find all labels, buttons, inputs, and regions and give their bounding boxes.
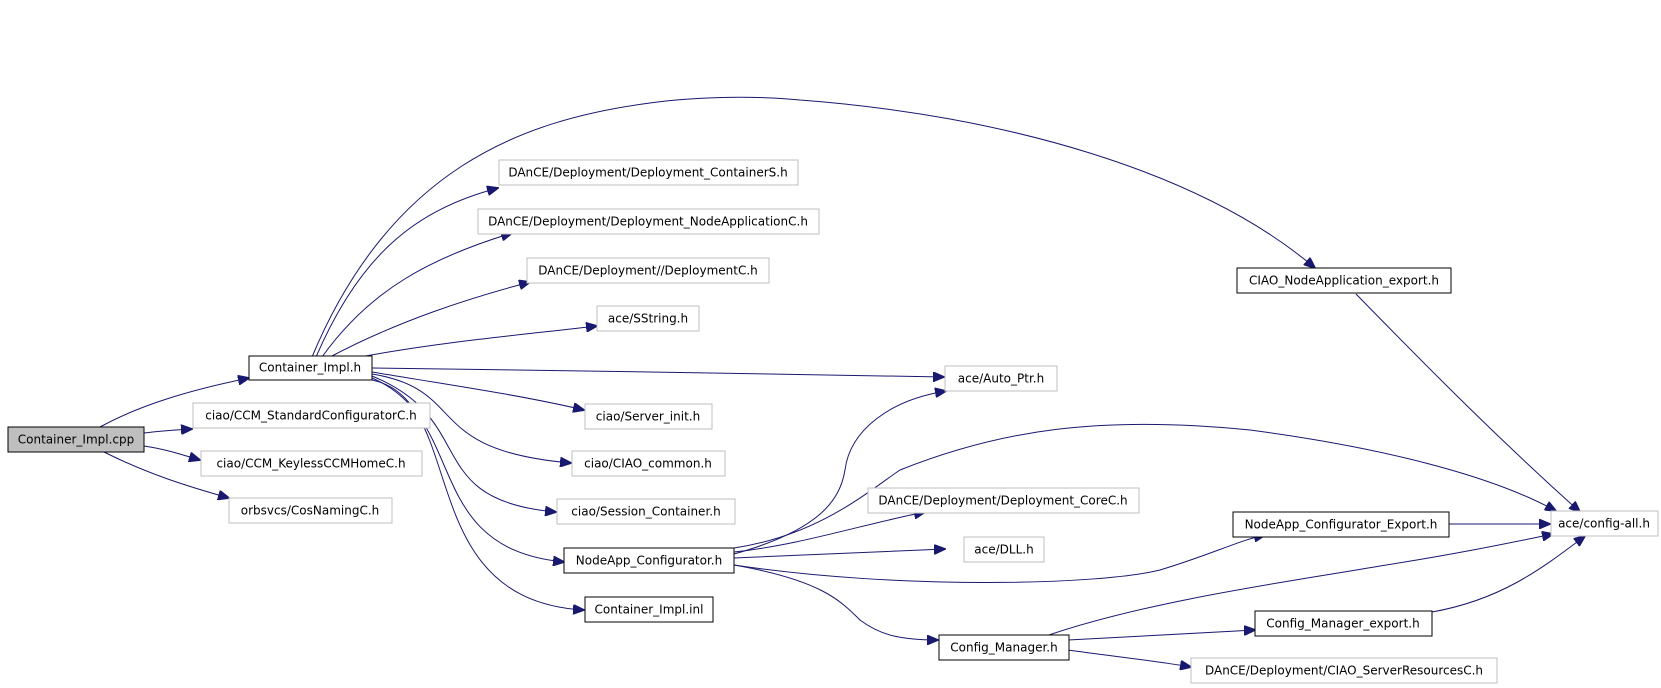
edge-cpp-to-keyless-ccmhome [143,445,200,460]
node-label: orbsvcs/CosNamingC.h [241,504,380,518]
node-config-manager-export[interactable]: Config_Manager_export.h [1254,610,1433,637]
edge-h-to-session-container [371,375,556,512]
edge-cpp-to-standard-configurator [143,429,192,433]
node-label: Container_Impl.h [259,361,361,375]
node-label: ace/SString.h [608,312,688,326]
node-label: ace/DLL.h [974,543,1033,557]
node-container-impl-inl[interactable]: Container_Impl.inl [584,596,714,623]
node-sstring[interactable]: ace/SString.h [596,305,700,332]
node-container-impl-h[interactable]: Container_Impl.h [248,355,373,381]
node-nodeapp-configurator-export[interactable]: NodeApp_Configurator_Export.h [1232,511,1450,538]
node-label: NodeApp_Configurator.h [576,554,722,568]
edge-cpp-to-container-impl-h [99,378,249,428]
edge-layer [99,96,1585,667]
node-label: DAnCE/Deployment/Deployment_CoreC.h [878,494,1127,508]
node-ciao-serverresources[interactable]: DAnCE/Deployment/CIAO_ServerResourcesC.h [1190,657,1498,684]
node-label: DAnCE/Deployment/CIAO_ServerResourcesC.h [1205,664,1483,678]
edge-h-to-deployment-nodeapplication [321,233,512,358]
edge-h-to-container-impl-inl [371,379,584,610]
node-deployment-containers[interactable]: DAnCE/Deployment/Deployment_ContainerS.h [498,159,799,186]
node-config-all[interactable]: ace/config-all.h [1550,510,1659,537]
node-cosnaming[interactable]: orbsvcs/CosNamingC.h [228,497,393,524]
node-label: DAnCE/Deployment/Deployment_NodeApplicat… [488,215,808,229]
node-ccm-standard-configurator[interactable]: ciao/CCM_StandardConfiguratorC.h [192,402,431,429]
edge-config-manager-to-serverresources [1067,649,1191,667]
node-label: Config_Manager_export.h [1266,617,1419,631]
node-auto-ptr[interactable]: ace/Auto_Ptr.h [944,365,1058,392]
edge-configurator-to-dll [733,549,945,559]
edge-config-manager-to-config-manager-export [1067,630,1255,641]
edge-configurator-to-auto-ptr [733,391,946,555]
node-server-init[interactable]: ciao/Server_init.h [584,403,713,430]
node-label: ciao/CCM_StandardConfiguratorC.h [205,409,417,423]
node-container-impl-cpp[interactable]: Container_Impl.cpp [7,426,145,453]
node-ccm-keyless-ccmhome[interactable]: ciao/CCM_KeylessCCMHomeC.h [200,450,423,477]
edge-config-manager-export-to-config-all [1431,536,1585,613]
node-config-manager[interactable]: Config_Manager.h [938,634,1070,661]
node-session-container[interactable]: ciao/Session_Container.h [556,498,736,525]
node-label: ace/Auto_Ptr.h [958,372,1044,386]
edge-h-to-deployment-containers [315,188,498,358]
node-label: NodeApp_Configurator_Export.h [1245,518,1438,532]
node-label: DAnCE/Deployment/Deployment_ContainerS.h [508,166,787,180]
edge-configurator-to-nodeapp-configurator-export [733,535,1265,583]
edge-h-to-auto-ptr [371,367,944,377]
node-ciao-nodeapplication-export[interactable]: CIAO_NodeApplication_export.h [1236,267,1452,294]
node-deploymentc[interactable]: DAnCE/Deployment//DeploymentC.h [526,257,770,284]
edge-h-to-ciao-nodeapplication-export [311,96,1315,358]
edge-nodeapplication-export-to-config-all [1355,293,1580,512]
edge-configurator-to-config-manager [733,564,938,640]
node-dll[interactable]: ace/DLL.h [963,536,1045,563]
edge-h-to-sstring [359,326,597,358]
edge-cpp-to-cosnaming [103,451,229,498]
edge-h-to-nodeapp-configurator [371,377,564,562]
node-label: DAnCE/Deployment//DeploymentC.h [538,264,758,278]
node-ciao-common[interactable]: ciao/CIAO_common.h [571,450,726,477]
node-label: Container_Impl.cpp [18,433,134,447]
edge-h-to-deploymentc [329,282,530,358]
node-label: Config_Manager.h [950,641,1057,655]
node-label: ciao/CCM_KeylessCCMHomeC.h [216,457,405,471]
node-label: ciao/Session_Container.h [571,505,720,519]
node-deployment-corec[interactable]: DAnCE/Deployment/Deployment_CoreC.h [867,487,1140,514]
edge-configurator-to-config-all [733,423,1556,549]
edge-config-manager-to-config-all [1045,534,1553,637]
edge-h-to-server-init [371,371,584,410]
node-deployment-nodeapplication[interactable]: DAnCE/Deployment/Deployment_NodeApplicat… [477,208,820,235]
edge-configurator-to-deployment-corec [733,512,925,553]
node-label: Container_Impl.inl [595,603,704,617]
node-layer: Container_Impl.cpp Container_Impl.h ciao… [7,159,1659,684]
node-label: ace/config-all.h [1558,517,1650,531]
node-label: ciao/CIAO_common.h [584,457,712,471]
node-nodeapp-configurator[interactable]: NodeApp_Configurator.h [563,547,735,574]
edge-h-to-ciao-common [371,373,571,463]
node-label: CIAO_NodeApplication_export.h [1249,274,1439,288]
node-label: ciao/Server_init.h [596,410,700,424]
